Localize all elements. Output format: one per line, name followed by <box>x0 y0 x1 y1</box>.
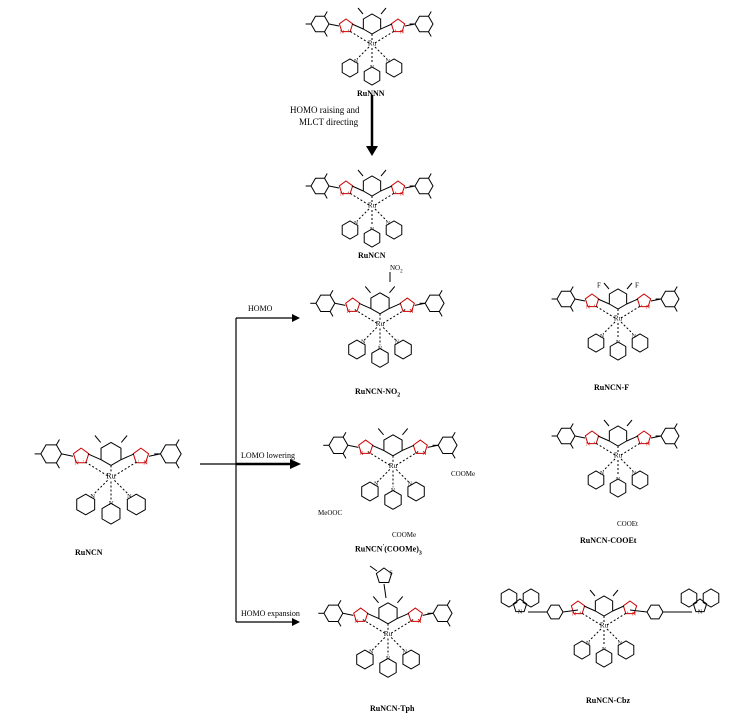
arrow-label-top-1: HOMO raising and <box>290 105 360 115</box>
svg-text:Ru: Ru <box>106 472 115 481</box>
label-runcn-coome: RuNCN'(COOMe)3 <box>355 544 422 557</box>
svg-text:N: N <box>409 309 414 315</box>
thiophene-group: S <box>369 565 393 599</box>
label-runcn-f: RuNCN-F <box>594 383 630 392</box>
svg-text:N: N <box>370 64 374 70</box>
label-runcn-no2: RuNCN-NO2 <box>355 387 401 399</box>
svg-text:N: N <box>646 304 650 310</box>
svg-text:N: N <box>90 493 95 500</box>
svg-text:F: F <box>597 282 601 290</box>
cbz-linkers <box>528 604 692 620</box>
svg-text:N: N <box>632 333 636 339</box>
svg-text:N: N <box>403 649 408 655</box>
svg-text:N: N <box>600 333 604 339</box>
svg-text:N: N <box>386 656 391 662</box>
substituent-coome-right: COOMe <box>451 470 476 478</box>
label-runcn-tph: RuNCN-Tph <box>370 704 415 713</box>
svg-text:N: N <box>127 493 132 500</box>
svg-text:N: N <box>602 646 606 652</box>
svg-text:N: N <box>518 609 523 615</box>
label-runcn-left: RuNCN <box>75 548 103 557</box>
svg-text:N: N <box>417 619 422 625</box>
svg-text:N: N <box>618 640 622 646</box>
svg-text:N: N <box>632 470 636 476</box>
svg-text:N: N <box>109 500 114 507</box>
carbazole-right: N <box>680 588 720 615</box>
svg-text:Ru: Ru <box>614 452 623 460</box>
substituent-no2: NO2 <box>390 264 403 275</box>
svg-text:N: N <box>646 441 650 447</box>
svg-text:N: N <box>354 619 359 625</box>
svg-text:N: N <box>395 339 400 345</box>
svg-text:N: N <box>386 220 390 226</box>
svg-text:N: N <box>616 339 620 345</box>
svg-text:Ru: Ru <box>614 315 623 323</box>
svg-text:N: N <box>632 611 636 617</box>
arrow-label-expansion: HOMO expansion <box>241 609 300 618</box>
arrow-label-top-2: MLCT directing <box>299 117 359 127</box>
svg-text:N: N <box>586 304 590 310</box>
svg-text:N: N <box>370 226 374 232</box>
svg-text:Ru: Ru <box>600 622 609 630</box>
substituent-coome-bottom: COOMe <box>392 531 417 539</box>
svg-text:N: N <box>369 649 374 655</box>
svg-text:N: N <box>400 29 404 35</box>
svg-text:N: N <box>386 58 390 64</box>
svg-text:N: N <box>361 339 366 345</box>
svg-text:N: N <box>354 220 358 226</box>
arrow-label-lumo: LOMO lowering <box>241 451 295 460</box>
svg-text:N: N <box>586 441 590 447</box>
svg-text:F: F <box>635 282 639 290</box>
svg-text:N: N <box>378 346 383 352</box>
svg-text:N: N <box>143 460 148 467</box>
svg-text:N: N <box>340 29 344 35</box>
svg-text:Ru: Ru <box>368 40 377 48</box>
svg-text:N: N <box>600 470 604 476</box>
substituent-meooc: MeOOC <box>318 509 343 517</box>
svg-text:N: N <box>359 451 364 457</box>
substituent-cooet: COOEt <box>617 520 638 528</box>
svg-text:N: N <box>374 481 379 487</box>
svg-text:N: N <box>408 481 413 487</box>
svg-text:N: N <box>74 460 79 467</box>
branch-arrows <box>200 314 301 626</box>
carbazole-left: N <box>500 588 540 615</box>
arrow-label-homo: HOMO <box>248 304 273 313</box>
svg-text:N: N <box>391 488 396 494</box>
svg-text:N: N <box>340 191 344 197</box>
svg-text:N: N <box>346 309 351 315</box>
svg-text:S: S <box>389 570 392 576</box>
svg-text:Ru: Ru <box>384 629 393 638</box>
svg-text:N: N <box>422 451 427 457</box>
svg-text:Ru: Ru <box>376 319 385 328</box>
svg-text:Ru: Ru <box>368 202 377 210</box>
svg-text:N: N <box>572 611 576 617</box>
svg-text:Ru: Ru <box>389 461 398 470</box>
label-runcn-cbz: RuNCN-Cbz <box>586 696 630 705</box>
svg-text:N: N <box>354 58 358 64</box>
label-runnn: RuNNN <box>357 89 385 98</box>
svg-text:N: N <box>616 476 620 482</box>
label-runcn-cooet: RuNCN-COOEt <box>580 536 637 545</box>
svg-text:N: N <box>400 191 404 197</box>
svg-text:N: N <box>698 609 703 615</box>
svg-text:N: N <box>586 640 590 646</box>
top-arrow <box>366 95 378 156</box>
label-runcn-top: RuNCN <box>358 251 386 260</box>
